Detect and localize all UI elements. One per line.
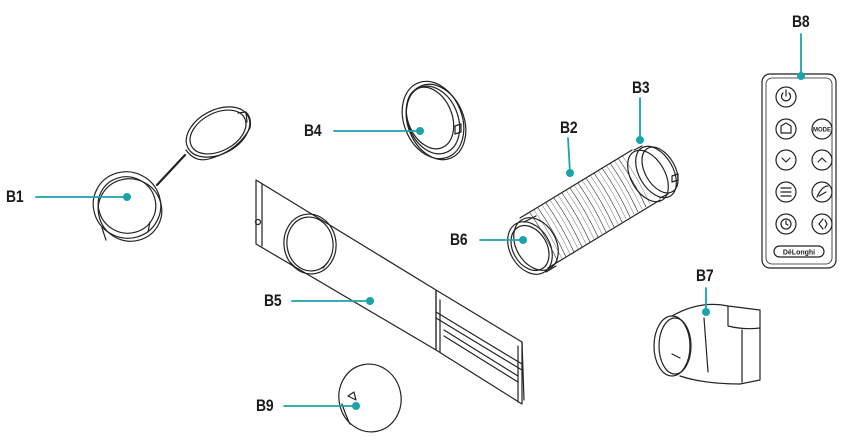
brand-logo-text: DēLonghi (783, 250, 815, 257)
up-button (811, 149, 833, 171)
fan-button (775, 181, 797, 203)
label-b1: B1 (6, 187, 24, 206)
label-b4: B4 (304, 121, 322, 140)
hose-b2 (519, 149, 661, 269)
timer-button (775, 213, 797, 235)
fan-speed-button (775, 118, 797, 140)
label-b6: B6 (450, 230, 468, 249)
cap-b9 (338, 363, 402, 433)
label-b8: B8 (792, 12, 810, 31)
hose-connector-b6 (507, 215, 559, 275)
label-b2: B2 (560, 118, 578, 137)
down-button (775, 149, 797, 171)
eco-button (811, 213, 833, 235)
mode-button-label: MODE (813, 128, 831, 134)
brand-logo-plate (773, 245, 825, 258)
elbow-adapter-b7 (653, 303, 761, 385)
window-panel-b5 (254, 179, 525, 405)
remote-control-b8 (761, 73, 837, 269)
label-b7: B7 (696, 266, 714, 285)
mode-button (811, 118, 833, 140)
adapter-ring-b4 (401, 80, 467, 161)
leader-lines (35, 33, 802, 407)
label-b5: B5 (264, 291, 282, 310)
label-b3: B3 (632, 78, 650, 97)
leader-dots (123, 72, 805, 410)
hose-connector-b3 (627, 145, 679, 203)
power-button (775, 86, 797, 108)
window-adapter-b1 (92, 106, 252, 242)
label-b9: B9 (256, 396, 274, 415)
swing-button (811, 181, 833, 203)
